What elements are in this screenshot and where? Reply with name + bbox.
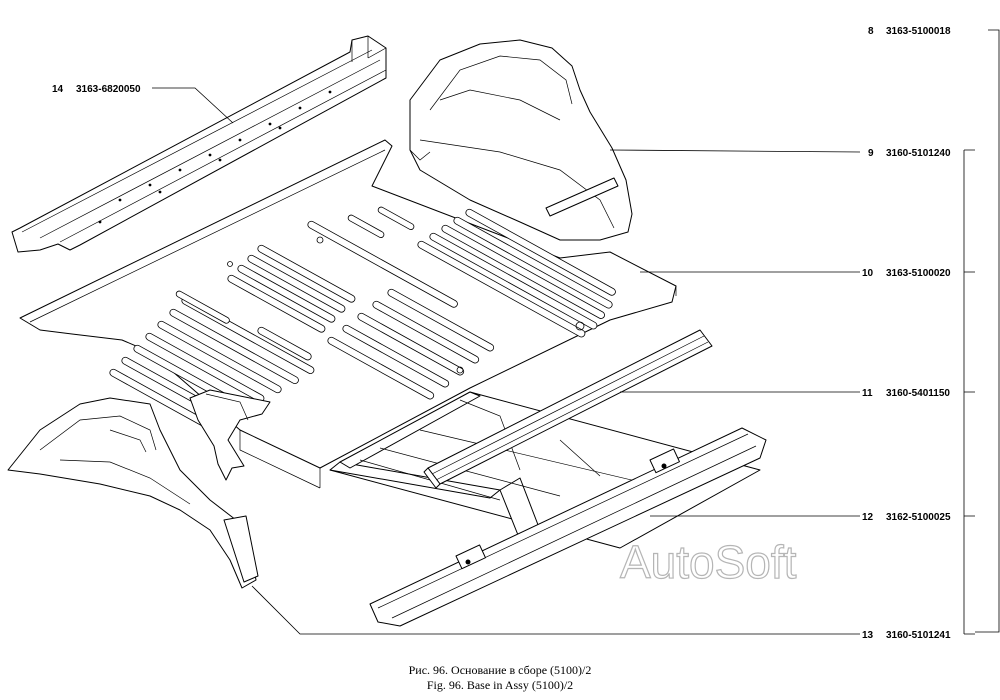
callout-number: 12 bbox=[862, 512, 874, 523]
callout-number: 14 bbox=[52, 84, 64, 95]
callout-part-number: 3163-5100018 bbox=[886, 26, 951, 37]
callout-part-number: 3163-5100020 bbox=[886, 268, 951, 279]
autosoft-watermark: AutoSoft bbox=[620, 536, 797, 588]
callout-number: 8 bbox=[868, 26, 874, 37]
callout-number: 9 bbox=[868, 148, 874, 159]
callout-number: 10 bbox=[862, 268, 874, 279]
callout-12: 12 3162-5100025 bbox=[862, 512, 951, 523]
callout-number: 13 bbox=[862, 630, 874, 641]
callout-part-number: 3162-5100025 bbox=[886, 512, 951, 523]
callout-8: 8 3163-5100018 bbox=[868, 26, 951, 37]
part-12-side-rail bbox=[369, 427, 767, 627]
callout-13: 13 3160-5101241 bbox=[862, 630, 951, 641]
part-14-longitudinal-beam bbox=[11, 35, 387, 253]
figure-caption-english: Fig. 96. Base in Assy (5100)/2 bbox=[426, 678, 574, 692]
figure-caption-russian: Рис. 96. Основание в сборе (5100)/2 bbox=[408, 663, 592, 677]
leader-lines bbox=[152, 29, 1000, 635]
part-11-crossmember bbox=[423, 329, 713, 489]
callout-part-number: 3160-5101241 bbox=[886, 630, 951, 641]
callout-11: 11 3160-5401150 bbox=[862, 388, 950, 399]
floor-ribs-right bbox=[307, 206, 616, 338]
callout-10: 10 3163-5100020 bbox=[862, 268, 951, 279]
callout-part-number: 3160-5401150 bbox=[886, 388, 950, 399]
chassis-frame bbox=[189, 389, 761, 549]
part-9-wheel-arch-right bbox=[409, 39, 633, 241]
callout-part-number: 3160-5101240 bbox=[886, 148, 951, 159]
floor-ribs-middle bbox=[175, 244, 495, 400]
callout-part-number: 3163-6820050 bbox=[76, 84, 141, 95]
callout-number: 11 bbox=[862, 388, 873, 399]
callout-14: 14 3163-6820050 bbox=[52, 84, 141, 95]
callout-9: 9 3160-5101240 bbox=[868, 148, 951, 159]
part-13-wheel-arch-left bbox=[7, 397, 259, 589]
